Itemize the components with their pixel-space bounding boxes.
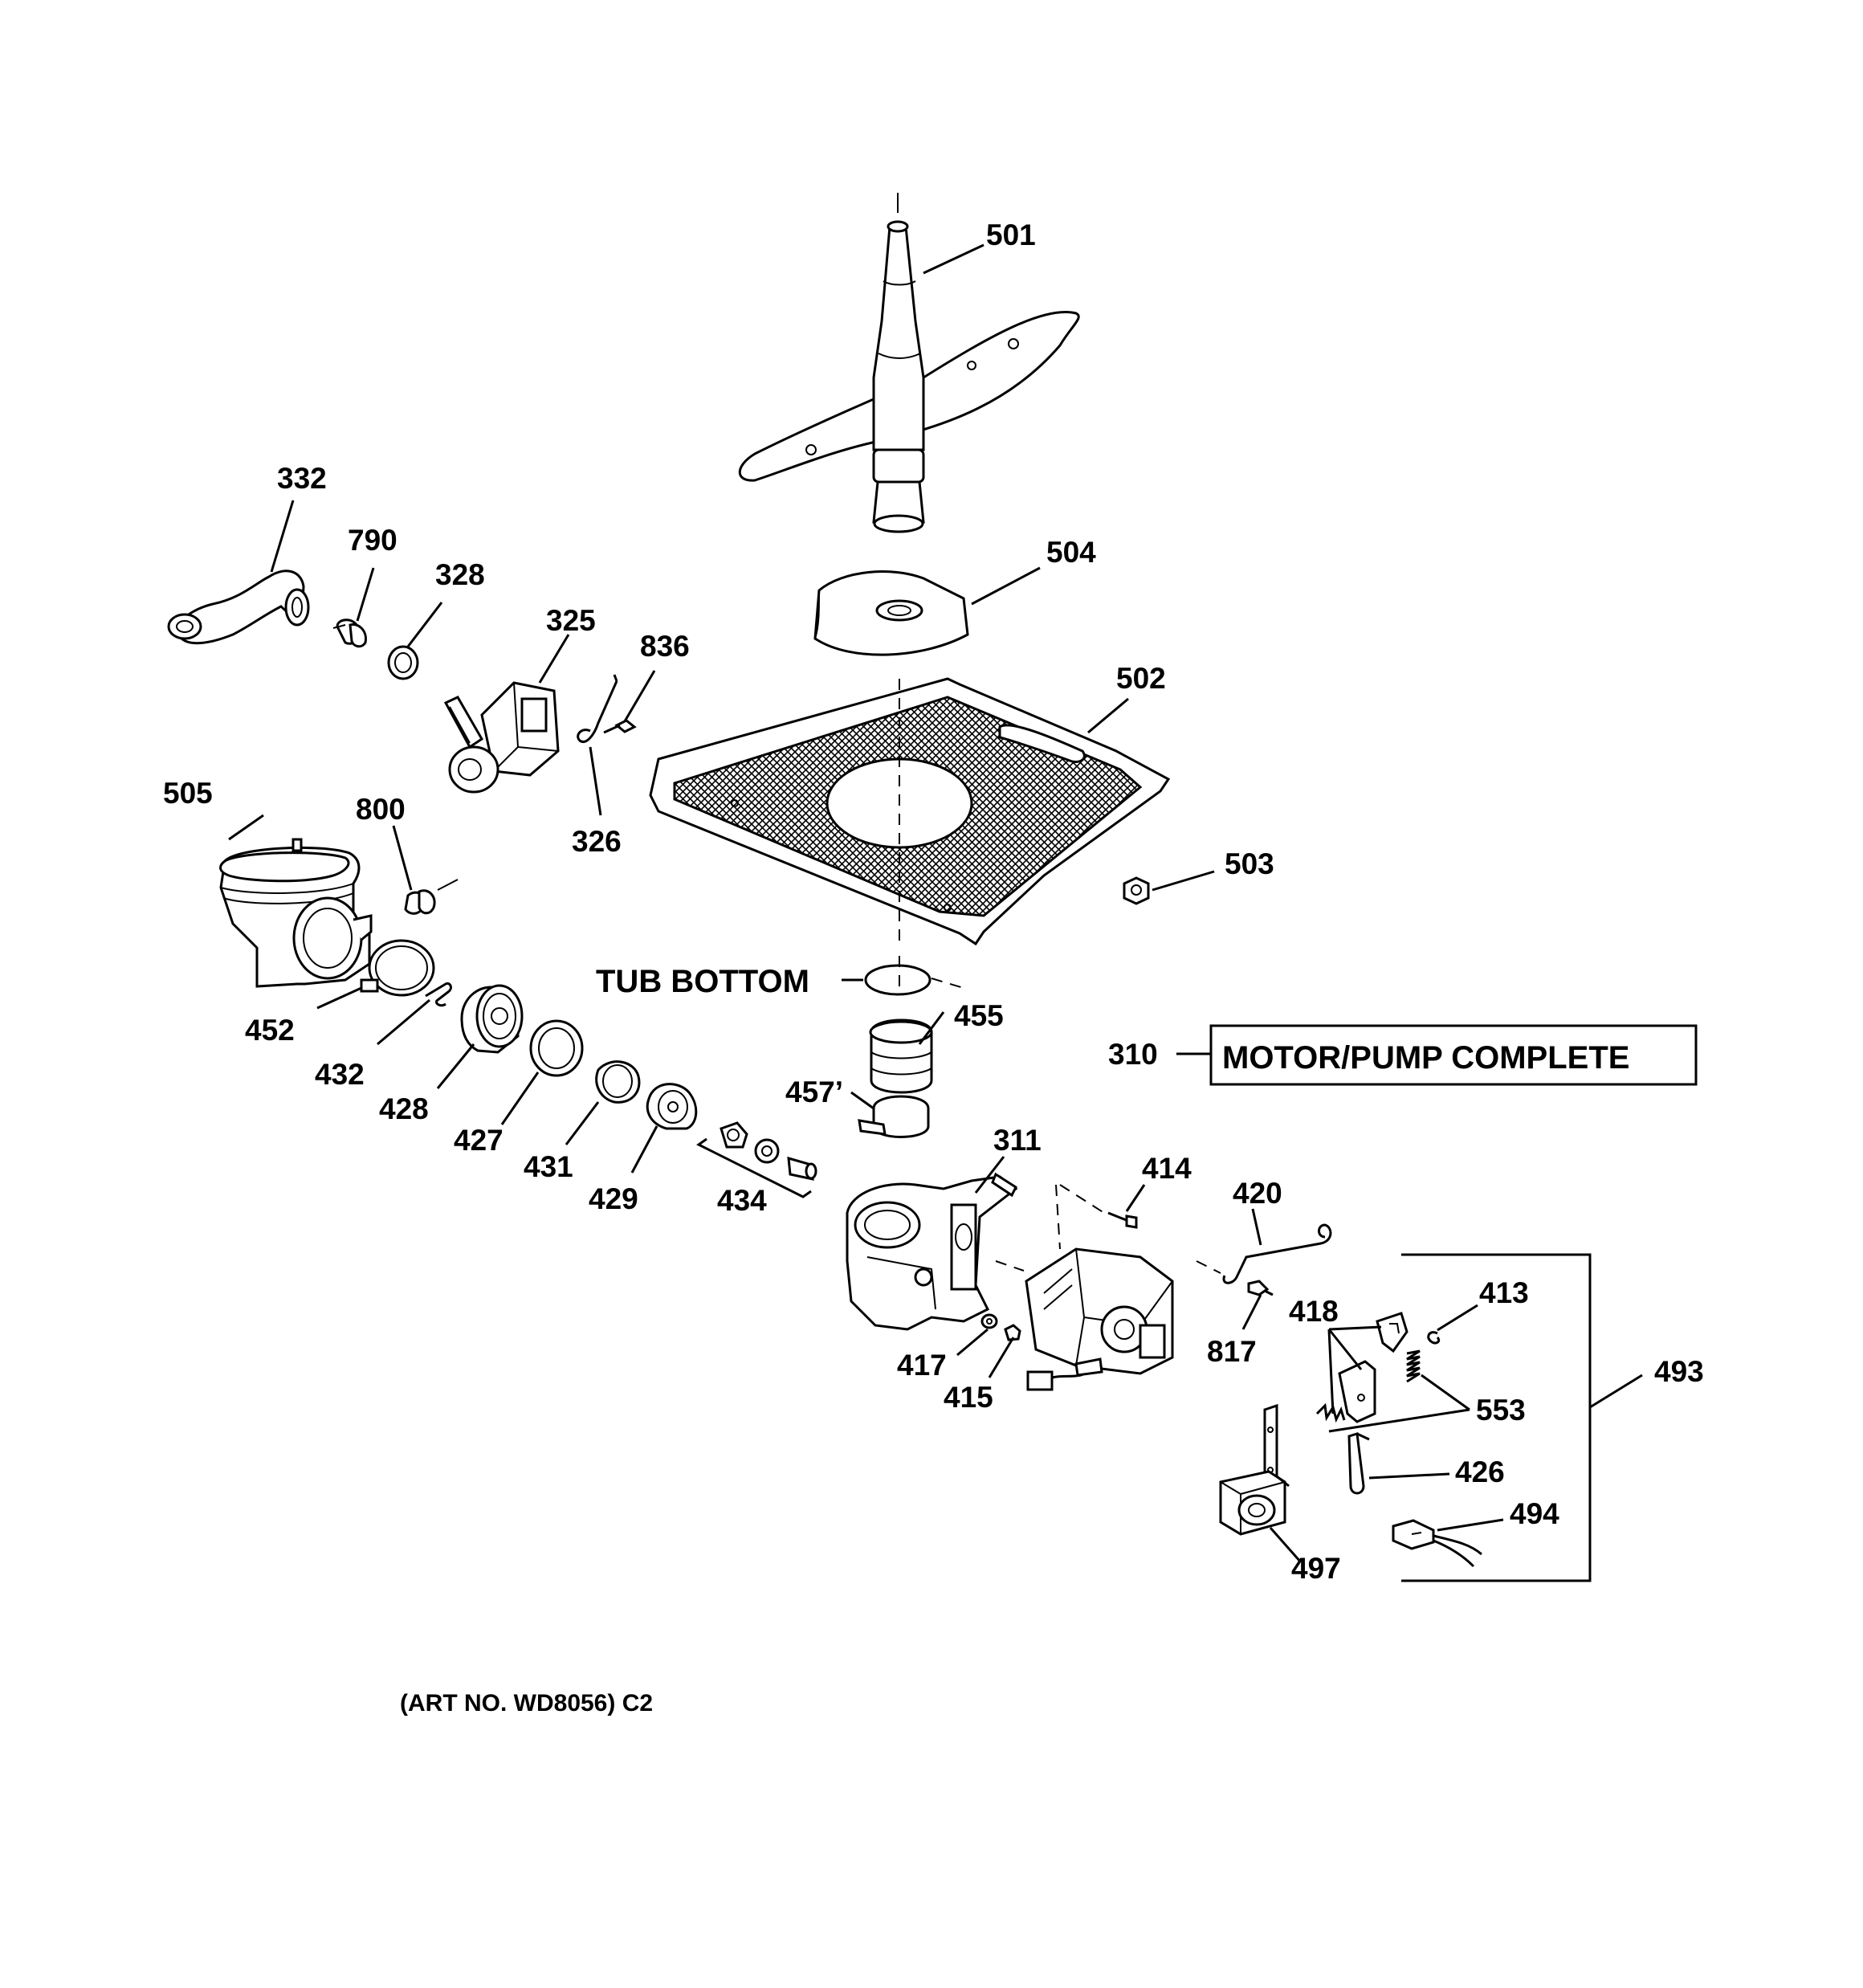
callout-431: 431	[524, 1150, 573, 1183]
callout-817: 817	[1207, 1335, 1257, 1368]
leader-lines	[228, 243, 1698, 1582]
callout-502: 502	[1116, 662, 1166, 695]
callout-427: 427	[454, 1124, 503, 1157]
callout-505: 505	[163, 777, 213, 810]
spray-arm-hub-cap	[813, 570, 969, 656]
callout-503: 503	[1225, 847, 1274, 880]
callout-428: 428	[379, 1092, 429, 1125]
callout-311: 311	[993, 1124, 1042, 1157]
lower-spray-arm	[738, 193, 1080, 533]
callout-426: 426	[1455, 1455, 1505, 1488]
callout-494: 494	[1510, 1497, 1559, 1530]
callout-434: 434	[717, 1184, 767, 1217]
callout-332: 332	[277, 462, 327, 495]
pump-housing	[846, 1172, 1025, 1331]
bracket-553	[1338, 1360, 1376, 1423]
drain-valve-o-ring	[387, 645, 419, 680]
drain-valve-solenoid	[443, 681, 560, 794]
wire-harness-494	[1392, 1519, 1482, 1568]
spring-553-a	[1406, 1349, 1421, 1383]
callout-418: 418	[1289, 1295, 1339, 1328]
linkage-rod-420	[1196, 1223, 1332, 1284]
spring-553-b	[1315, 1402, 1346, 1423]
impeller-429	[646, 1083, 698, 1130]
callout-836: 836	[640, 630, 690, 663]
callout-800: 800	[356, 793, 406, 826]
callout-labels: 501 504 502 503 332 790 328 325 836 326 …	[163, 218, 1704, 1717]
callout-326: 326	[572, 825, 622, 858]
hose-clamp-452	[360, 939, 435, 997]
callout-504: 504	[1046, 536, 1096, 569]
tub-bottom-label: TUB BOTTOM	[596, 964, 809, 999]
sump-clamp	[404, 879, 459, 915]
callout-501: 501	[986, 218, 1036, 251]
callout-417: 417	[897, 1349, 947, 1382]
pin-426	[1347, 1432, 1370, 1495]
clip-432	[425, 982, 452, 1007]
callout-493: 493	[1654, 1355, 1704, 1388]
callout-432: 432	[315, 1058, 365, 1091]
motor-pump-complete-label: MOTOR/PUMP COMPLETE	[1222, 1040, 1629, 1076]
callout-452: 452	[245, 1014, 295, 1047]
screw-817	[1247, 1280, 1274, 1296]
gasket-427	[529, 1019, 584, 1077]
valve-spring	[577, 674, 618, 743]
callout-497: 497	[1291, 1552, 1341, 1585]
callout-310: 310	[1108, 1038, 1158, 1071]
callout-429: 429	[589, 1182, 638, 1215]
solenoid-497	[1219, 1403, 1290, 1536]
tub-bottom-center-assembly	[858, 679, 964, 1138]
pump-motor	[1025, 1184, 1174, 1391]
tub-bottom-filter-screen	[649, 677, 1171, 946]
callout-328: 328	[435, 558, 485, 591]
retainer-431	[595, 1060, 641, 1104]
filter-assembly-428	[460, 984, 524, 1054]
callout-420: 420	[1233, 1177, 1282, 1210]
art-number-caption: (ART NO. WD8056) C2	[400, 1690, 653, 1717]
hose-clamp	[332, 618, 367, 648]
nut-415	[1004, 1324, 1021, 1341]
motor-bolt-414	[1107, 1211, 1138, 1229]
drain-hose	[167, 569, 310, 645]
washer-417	[980, 1313, 998, 1329]
actuator-418	[1376, 1312, 1408, 1353]
callout-325: 325	[546, 604, 596, 637]
sump-housing	[219, 838, 373, 988]
callout-790: 790	[348, 524, 397, 557]
e-ring-413	[1427, 1331, 1441, 1345]
callout-414: 414	[1142, 1152, 1192, 1185]
callout-415: 415	[944, 1381, 993, 1414]
callout-457: 457’	[785, 1076, 843, 1108]
callout-553: 553	[1476, 1394, 1526, 1427]
shaft-seal-kit-434	[696, 1121, 817, 1198]
callout-455: 455	[954, 999, 1004, 1032]
valve-mounting-screw	[603, 719, 637, 734]
callout-413: 413	[1479, 1276, 1529, 1309]
screen-retaining-nut	[1123, 876, 1150, 905]
